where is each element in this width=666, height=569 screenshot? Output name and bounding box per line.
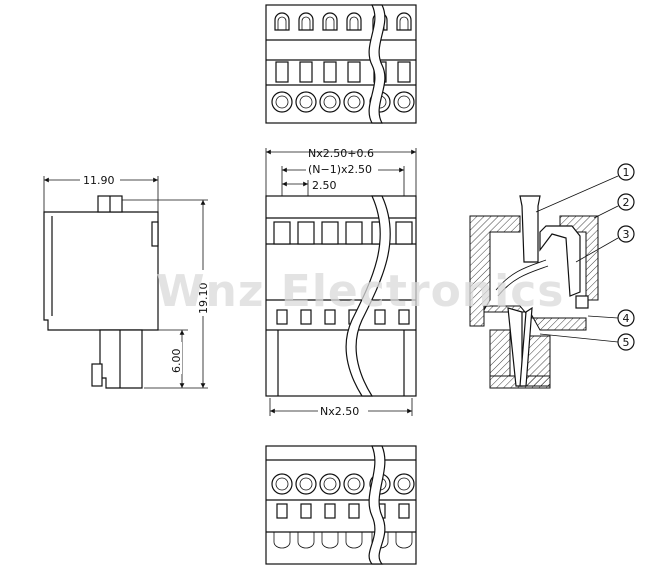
- pin-arch-inner: [349, 16, 359, 30]
- pin-arch: [396, 12, 412, 31]
- bottom-slot: [348, 503, 360, 519]
- bottom-view: [265, 445, 417, 565]
- callout-4-label: 4: [623, 312, 630, 325]
- bottom-hole-inner: [323, 477, 337, 491]
- pin-rib: [347, 61, 361, 83]
- pin-arch: [322, 12, 338, 31]
- pin-hole-inner: [299, 95, 313, 109]
- front-top-slot: [273, 221, 291, 245]
- section-view: [469, 195, 599, 389]
- pin-rib: [299, 61, 313, 83]
- bottom-scallop: [395, 532, 413, 549]
- dim-height: 19.10: [197, 283, 210, 315]
- dim-width: 11.90: [83, 174, 115, 187]
- bottom-hole: [393, 473, 415, 495]
- bottom-hole-inner: [275, 477, 289, 491]
- callout-group: 1 2 3 4 5: [535, 163, 635, 351]
- bottom-slot: [300, 503, 312, 519]
- pin-hole: [271, 91, 293, 113]
- pin-hole: [393, 91, 415, 113]
- front-pin-slot: [398, 309, 410, 325]
- bottom-hole: [295, 473, 317, 495]
- pin-hole: [295, 91, 317, 113]
- bottom-hole-inner: [299, 477, 313, 491]
- callout-1-label: 1: [623, 166, 630, 179]
- callout-4: [617, 309, 635, 327]
- callout-3: [617, 225, 635, 243]
- pin-hole-inner: [323, 95, 337, 109]
- pin-hole: [319, 91, 341, 113]
- front-pin-slot: [324, 309, 336, 325]
- pin-hole-inner: [397, 95, 411, 109]
- callout-1: [617, 163, 635, 181]
- bottom-scallop: [345, 532, 363, 549]
- top-view: [265, 4, 417, 124]
- bottom-hole: [343, 473, 365, 495]
- callout-5: [617, 333, 635, 351]
- pin-hole-inner: [347, 95, 361, 109]
- callout-5-label: 5: [623, 336, 630, 349]
- bottom-hole-inner: [347, 477, 361, 491]
- dim-pitch: 2.50: [312, 179, 337, 192]
- dim-pitch-plus: Nx2.50+0.6: [308, 147, 374, 160]
- front-top-slot: [297, 221, 315, 245]
- pin-rib: [397, 61, 411, 83]
- front-pin-slot: [374, 309, 386, 325]
- pin-arch-inner: [301, 16, 311, 30]
- watermark: Wnz Electronics: [156, 266, 565, 317]
- pin-arch: [274, 12, 290, 31]
- front-view: Nx2.50+0.6 (N−1)x2.50 2.50 Nx2.50: [265, 147, 417, 418]
- bottom-slot-row: [273, 503, 413, 549]
- bottom-slot: [324, 503, 336, 519]
- pin-arch-inner: [277, 16, 287, 30]
- pin-arch: [346, 12, 362, 31]
- callout-2: [617, 193, 635, 211]
- dim-lower-height: 6.00: [170, 349, 183, 374]
- front-pin-slot: [276, 309, 288, 325]
- bottom-hole-row: [271, 473, 415, 495]
- callout-2-label: 2: [623, 196, 630, 209]
- dim-overall-pitch: Nx2.50: [320, 405, 359, 418]
- bottom-hole: [319, 473, 341, 495]
- pin-rib: [323, 61, 337, 83]
- callout-3-label: 3: [623, 228, 630, 241]
- dim-n-minus-one: (N−1)x2.50: [308, 163, 372, 176]
- bottom-slot: [398, 503, 410, 519]
- pin-arch-inner: [399, 16, 409, 30]
- top-rib-row: [275, 61, 411, 83]
- front-top-slot: [345, 221, 363, 245]
- side-view: 11.90 19.10 6.00: [43, 173, 210, 389]
- front-pin-slot: [300, 309, 312, 325]
- pin-arch-inner: [325, 16, 335, 30]
- bottom-slot: [276, 503, 288, 519]
- bottom-scallop: [321, 532, 339, 549]
- front-top-slot: [321, 221, 339, 245]
- bottom-hole-inner: [397, 477, 411, 491]
- pin-hole: [343, 91, 365, 113]
- bottom-hole: [271, 473, 293, 495]
- pin-hole-inner: [275, 95, 289, 109]
- pin-rib: [275, 61, 289, 83]
- front-top-slot: [395, 221, 413, 245]
- bottom-scallop: [297, 532, 315, 549]
- pin-arch: [298, 12, 314, 31]
- bottom-scallop: [273, 532, 291, 549]
